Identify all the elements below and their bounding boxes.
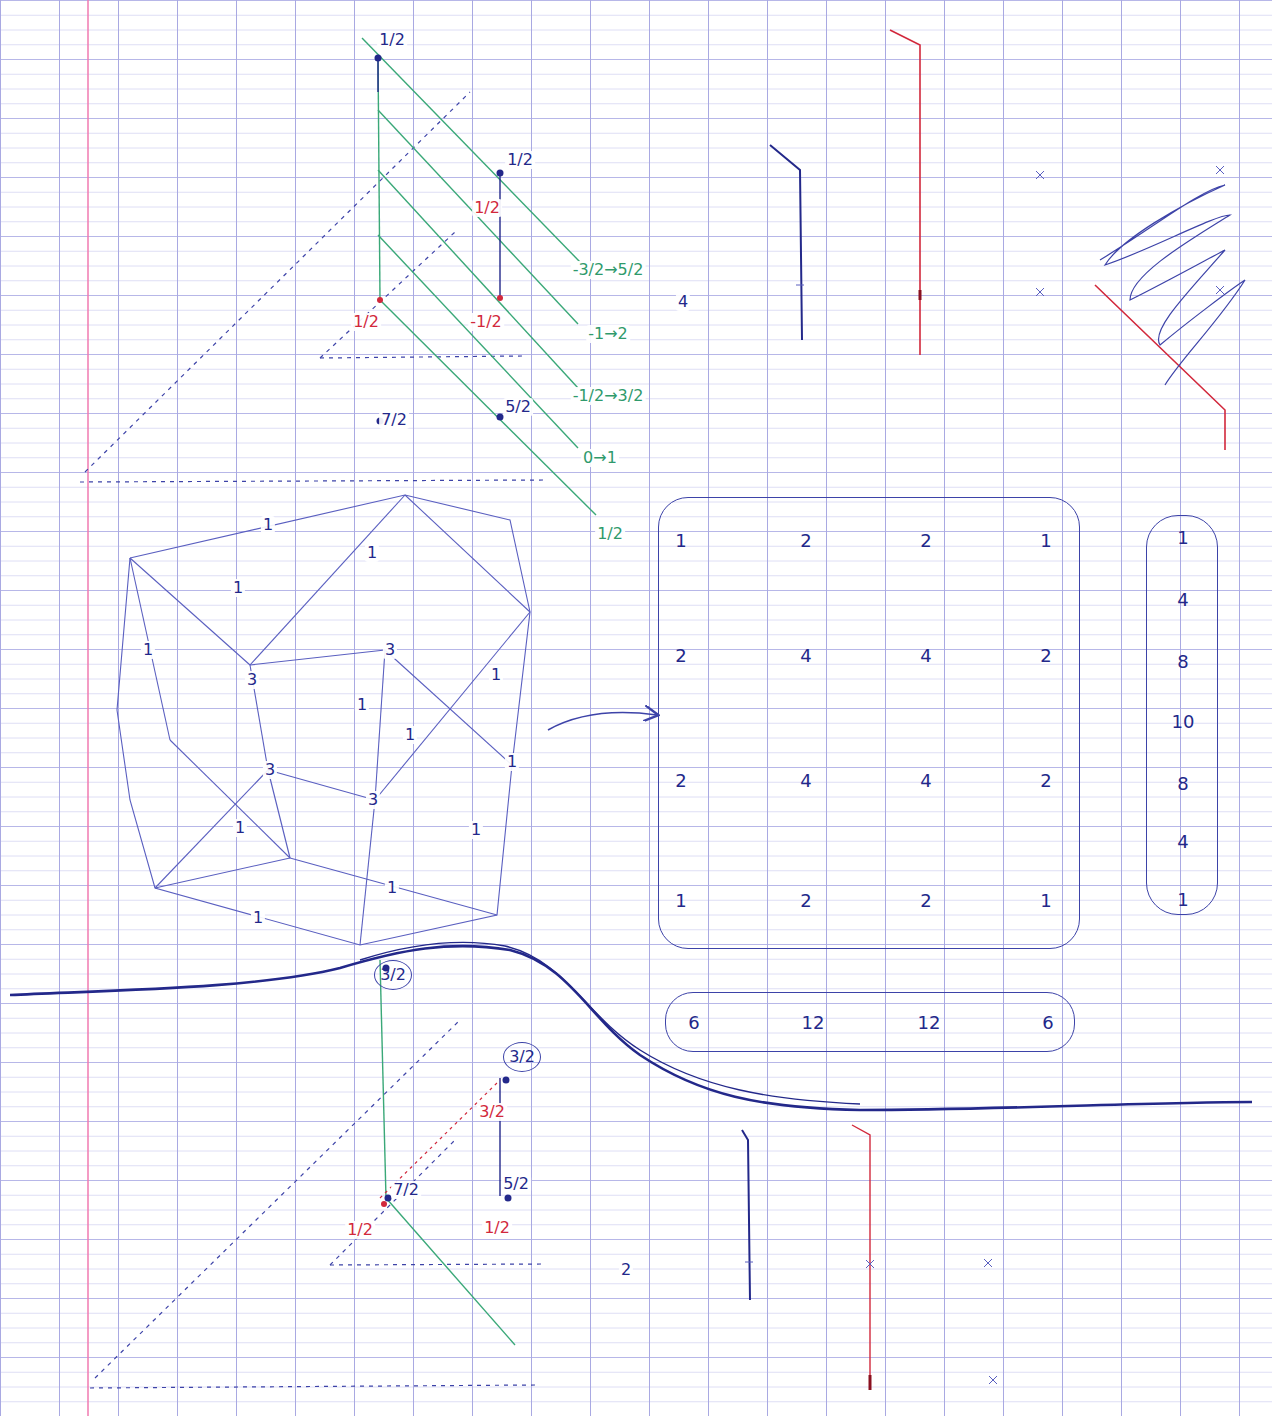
value-label: 5/2 [501,1175,531,1193]
grid-number: 4 [800,646,811,666]
grid-number: 1 [1040,891,1051,911]
value-label: 1/2 [472,199,502,217]
value-label: 1 [261,516,275,534]
value-label: 1 [489,666,503,684]
grid-number: 1 [675,891,686,911]
circled-value: 3/2 [374,960,412,990]
value-label: 1 [233,819,247,837]
value-label: 1 [251,909,265,927]
value-label: 1 [385,879,399,897]
grid-number: 12 [918,1013,941,1033]
value-label: 1/2 [482,1219,512,1237]
value-label: 1/2 [377,31,407,49]
circled-value: 3/2 [503,1042,541,1072]
value-label: 7/2 [391,1181,421,1199]
grid-number: 8 [1177,652,1188,672]
grid-number: 2 [920,891,931,911]
value-label: 1/2 [351,313,381,331]
value-label: 0→1 [581,449,619,467]
grid-number: 4 [920,771,931,791]
grid-number: 1 [1040,531,1051,551]
grid-number: 2 [675,771,686,791]
value-label: 1/2 [505,151,535,169]
value-label: -1→2 [586,325,630,343]
number-row-box: 6 12 12 6 [665,992,1075,1052]
value-label: 2 [619,1261,633,1279]
grid-number: 10 [1172,712,1195,732]
grid-number: 2 [800,891,811,911]
grid-number: 2 [1040,771,1051,791]
grid-number: 3/2 [380,965,406,985]
value-label: 1 [365,544,379,562]
grid-number: 3/2 [509,1047,535,1067]
value-label: -1/2→3/2 [571,387,646,405]
grid-number: 1 [675,531,686,551]
value-label: 1/2 [595,525,625,543]
value-label: 3 [383,641,397,659]
value-label: 3 [245,671,259,689]
value-label: 1 [403,726,417,744]
grid-number: 12 [802,1013,825,1033]
grid-number: 6 [688,1013,699,1033]
value-label: 1 [469,821,483,839]
grid-number: 4 [1177,832,1188,852]
value-label: -3/2→5/2 [571,261,646,279]
value-label: 1 [505,753,519,771]
grid-number: 2 [800,531,811,551]
value-label: 1/2 [345,1221,375,1239]
grid-number: 8 [1177,774,1188,794]
grid-number: 2 [1040,646,1051,666]
value-label: 1 [141,641,155,659]
grid-number: 1 [1177,890,1188,910]
grid-number: 2 [920,531,931,551]
number-grid-box: 1 2 2 1 2 4 4 2 2 4 4 2 1 2 2 1 [658,497,1080,949]
value-label: 1 [355,696,369,714]
value-label: 3 [263,761,277,779]
grid-number: 6 [1042,1013,1053,1033]
grid-number: 4 [800,771,811,791]
number-column-box: 1 4 8 10 8 4 1 [1146,515,1218,915]
grid-number: 2 [675,646,686,666]
grid-number: 4 [1177,590,1188,610]
value-label: 7/2 [379,411,409,429]
value-label: 1 [231,579,245,597]
value-label: 3/2 [477,1103,507,1121]
value-label: 3 [366,791,380,809]
value-label: 5/2 [503,398,533,416]
value-label: -1/2 [468,313,504,331]
grid-number: 1 [1177,528,1188,548]
value-label: 4 [676,293,690,311]
grid-number: 4 [920,646,931,666]
